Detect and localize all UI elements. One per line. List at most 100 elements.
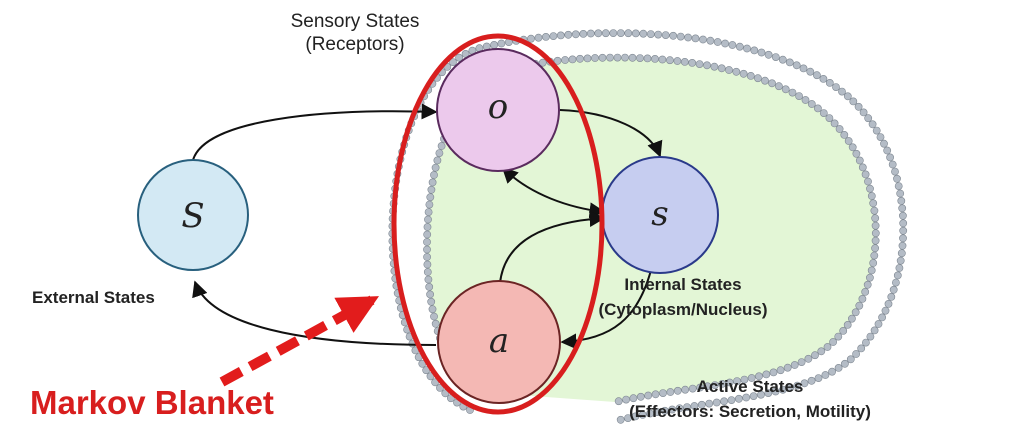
- membrane-head-inner: [681, 385, 690, 394]
- node-internal: s: [601, 156, 719, 274]
- membrane-head-inner: [651, 390, 660, 399]
- membrane-head-outer: [897, 249, 906, 258]
- membrane-head-inner: [855, 156, 864, 165]
- membrane-head-inner: [613, 53, 622, 62]
- membrane-head-outer: [706, 36, 715, 45]
- membrane-head-outer: [785, 58, 794, 67]
- membrane-head-inner: [426, 193, 435, 202]
- membrane-head-inner: [424, 215, 432, 224]
- membrane-head-outer: [764, 50, 773, 59]
- markov-blanket-ellipse: [391, 33, 605, 415]
- membrane-head-outer: [639, 29, 648, 38]
- membrane-head-inner: [825, 114, 834, 122]
- membrane-head-inner: [843, 320, 852, 329]
- membrane-head-inner: [797, 358, 806, 366]
- membrane-head-inner: [761, 76, 769, 85]
- membrane-head-inner: [435, 149, 444, 157]
- membrane-head-outer: [556, 31, 565, 40]
- membrane-head-outer: [800, 379, 809, 388]
- membrane-head-outer: [887, 292, 896, 301]
- membrane-head-outer: [878, 313, 886, 322]
- membrane-head-inner: [866, 184, 874, 193]
- external-states-label: External States: [32, 288, 155, 307]
- membrane-head-outer: [872, 126, 881, 135]
- membrane-head-outer: [899, 234, 907, 243]
- node-internal-symbol: s: [651, 194, 668, 234]
- membrane-head-outer: [771, 53, 780, 61]
- membrane-head-outer: [735, 394, 743, 403]
- membrane-head-inner: [864, 177, 872, 186]
- membrane-head-outer: [697, 400, 706, 409]
- active-states-subtitle: (Effectors: Secretion, Motility): [629, 402, 871, 421]
- membrane-head-outer: [799, 64, 808, 73]
- membrane-head-outer: [886, 153, 894, 162]
- membrane-head-outer: [735, 42, 744, 51]
- membrane-head-inner: [733, 377, 741, 385]
- arrow-sensory-to-internal: [559, 109, 663, 158]
- membrane-head-inner: [746, 72, 755, 80]
- membrane-head-inner: [814, 104, 822, 113]
- membrane-head-inner: [775, 82, 783, 91]
- membrane-head-outer: [749, 392, 758, 400]
- membrane-head-outer: [870, 326, 879, 335]
- membrane-head-outer: [892, 278, 900, 287]
- membrane-head-outer: [624, 414, 632, 422]
- membrane-head-inner: [673, 386, 682, 395]
- membrane-head-outer: [631, 412, 640, 421]
- membrane-head-inner: [433, 156, 442, 165]
- membrane-head-outer: [653, 408, 662, 416]
- membrane-head-inner: [747, 374, 756, 382]
- membrane-head-outer: [654, 30, 663, 39]
- active-states-title: Active States: [696, 377, 804, 396]
- membrane-head-outer: [868, 120, 877, 129]
- membrane-head-inner: [788, 88, 797, 97]
- arrow-sensory-internal-bidirectional: [501, 166, 606, 219]
- membrane-head-outer: [705, 399, 714, 408]
- membrane-head-outer: [690, 402, 699, 410]
- membrane-head-inner: [636, 54, 644, 62]
- membrane-head-inner: [871, 229, 880, 238]
- internal-states-title: Internal States: [624, 275, 742, 294]
- membrane-head-inner: [424, 275, 433, 284]
- membrane-head-outer: [859, 108, 868, 117]
- sensory-states-title: Sensory States: [290, 11, 420, 32]
- membrane-head-inner: [835, 125, 844, 133]
- membrane-head-inner: [621, 53, 629, 62]
- membrane-head-outer: [699, 35, 707, 44]
- membrane-head-outer: [841, 359, 849, 368]
- membrane-head-inner: [834, 332, 843, 341]
- membrane-head-inner: [673, 57, 682, 65]
- membrane-head-inner: [423, 253, 431, 261]
- membrane-head-outer: [534, 33, 543, 42]
- membrane-head-inner: [644, 391, 653, 400]
- membrane-head-outer: [899, 226, 908, 235]
- membrane-head-outer: [854, 102, 863, 111]
- membrane-head-outer: [899, 219, 908, 228]
- membrane-head-inner: [622, 395, 630, 404]
- membrane-head-inner: [823, 343, 832, 351]
- membrane-head-inner: [688, 384, 697, 393]
- membrane-head-inner: [869, 199, 878, 208]
- membrane-head-outer: [819, 75, 828, 83]
- membrane-head-inner: [583, 54, 592, 63]
- membrane-head-outer: [571, 30, 580, 39]
- membrane-head-inner: [768, 79, 776, 88]
- membrane-head-outer: [895, 264, 904, 272]
- membrane-head-inner: [858, 163, 867, 172]
- membrane-head-outer: [638, 410, 647, 419]
- membrane-head-inner: [855, 301, 864, 310]
- membrane-head-inner: [790, 361, 799, 369]
- membrane-head-inner: [718, 379, 727, 388]
- membrane-head-inner: [739, 69, 748, 78]
- membrane-head-outer: [668, 405, 677, 414]
- node-external: S: [137, 159, 249, 271]
- membrane-head-outer: [455, 53, 463, 62]
- membrane-head-inner: [430, 171, 438, 179]
- membrane-head-inner: [762, 370, 771, 379]
- membrane-head-outer: [881, 306, 890, 315]
- membrane-head-inner: [598, 53, 607, 62]
- membrane-head-outer: [857, 344, 866, 353]
- membrane-head-inner: [629, 394, 638, 403]
- membrane-head-outer: [743, 44, 751, 53]
